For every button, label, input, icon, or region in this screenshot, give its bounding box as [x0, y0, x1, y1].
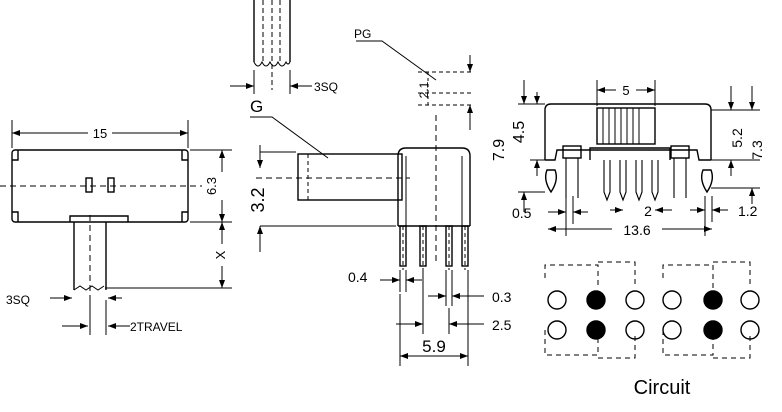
circuit-pin	[662, 290, 682, 310]
contact-left	[85, 177, 93, 193]
circuit-pin	[703, 290, 723, 310]
label-side-height: 6.3	[204, 177, 219, 195]
label-dim-5: 5	[622, 83, 629, 98]
label-dim-12: 1.2	[738, 203, 758, 219]
middle-view	[230, 0, 484, 366]
contact-right	[107, 177, 115, 193]
label-pin-59: 5.9	[422, 337, 446, 356]
circuit-pin	[547, 290, 567, 310]
right-view	[518, 80, 760, 236]
label-dim-45: 4.5	[511, 121, 528, 143]
label-pin-03: 0.3	[492, 289, 512, 305]
circuit-pin	[586, 290, 606, 310]
left-actuator	[69, 215, 129, 222]
circuit-pin	[625, 320, 645, 340]
top-actuator	[253, 0, 291, 62]
label-dim-2: 2	[644, 203, 652, 219]
label-dim-73: 7.3	[749, 140, 765, 160]
label-circuit: Circuit	[634, 377, 691, 399]
label-x: X	[213, 250, 228, 259]
label-travel: 2TRAVEL	[130, 320, 183, 334]
label-dim-136: 13.6	[623, 222, 650, 238]
label-dim-05: 0.5	[512, 205, 532, 221]
label-g: G	[250, 97, 263, 116]
label-sq-left: 3SQ	[6, 293, 30, 307]
label-sq-top: 3SQ	[314, 80, 338, 94]
circuit-pin	[740, 320, 760, 340]
circuit-pin	[740, 290, 760, 310]
right-body	[544, 103, 712, 160]
label-height-32: 3.2	[248, 187, 268, 212]
label-dim-79: 7.9	[491, 139, 508, 161]
label-top-width: 15	[93, 126, 107, 141]
circuit-pin	[547, 320, 567, 340]
left-view	[0, 120, 232, 335]
side-frame	[397, 147, 471, 227]
right-slider	[596, 107, 656, 145]
circuit-pin	[703, 320, 723, 340]
label-dim-52: 5.2	[729, 128, 745, 148]
side-lever	[297, 153, 403, 201]
circuit-pin	[625, 290, 645, 310]
circuit-diagram	[544, 261, 760, 359]
circuit-pin	[662, 320, 682, 340]
label-pg-dim: 2.1	[417, 81, 431, 98]
label-pin-25: 2.5	[492, 317, 512, 333]
label-pin-04: 0.4	[348, 269, 368, 285]
label-pg: PG	[354, 27, 371, 41]
circuit-pin	[586, 320, 606, 340]
